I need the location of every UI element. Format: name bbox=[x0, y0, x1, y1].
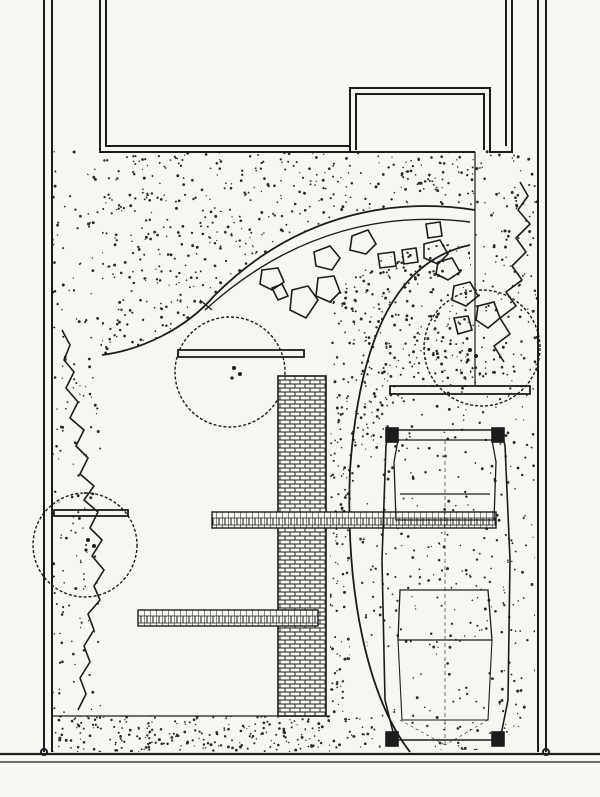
tree-canopy-left bbox=[32, 492, 138, 598]
brick-path-horizontal-upper bbox=[211, 511, 497, 529]
boundary-walls bbox=[0, 0, 600, 763]
car bbox=[381, 427, 511, 747]
garden-arc bbox=[348, 244, 471, 753]
tree-canopy-right bbox=[423, 289, 541, 407]
brick-path-vertical bbox=[277, 375, 327, 717]
stepping-stone bbox=[313, 245, 341, 271]
trees bbox=[32, 289, 541, 598]
brick-path-horizontal-lower bbox=[137, 609, 319, 627]
benches bbox=[53, 349, 531, 517]
hedge-left bbox=[61, 329, 105, 711]
stepping-stone bbox=[453, 315, 473, 335]
hedges bbox=[61, 181, 531, 711]
house-outline bbox=[99, 0, 513, 385]
stepping-stones bbox=[259, 221, 501, 335]
curved-path-edge bbox=[101, 205, 476, 356]
stepping-stone bbox=[425, 221, 443, 239]
stepping-stone bbox=[377, 251, 397, 269]
hedge-right bbox=[493, 181, 531, 363]
tree-trunk-dots bbox=[84, 348, 478, 552]
stipple-area bbox=[470, 150, 538, 390]
stepping-stone bbox=[349, 229, 377, 255]
bench-left bbox=[53, 509, 129, 517]
tree-canopy-center bbox=[174, 316, 286, 428]
bench-center bbox=[177, 349, 305, 358]
stepping-stone bbox=[423, 239, 449, 265]
bench-right bbox=[389, 385, 531, 395]
stepping-stone bbox=[270, 282, 290, 302]
brick-paths bbox=[137, 375, 497, 717]
stepping-stone bbox=[435, 257, 462, 281]
stepping-stone bbox=[401, 247, 419, 265]
stepping-stone bbox=[289, 285, 319, 320]
stepping-stone bbox=[315, 275, 341, 303]
stipple-area bbox=[52, 150, 102, 713]
stepping-stone bbox=[475, 301, 501, 329]
